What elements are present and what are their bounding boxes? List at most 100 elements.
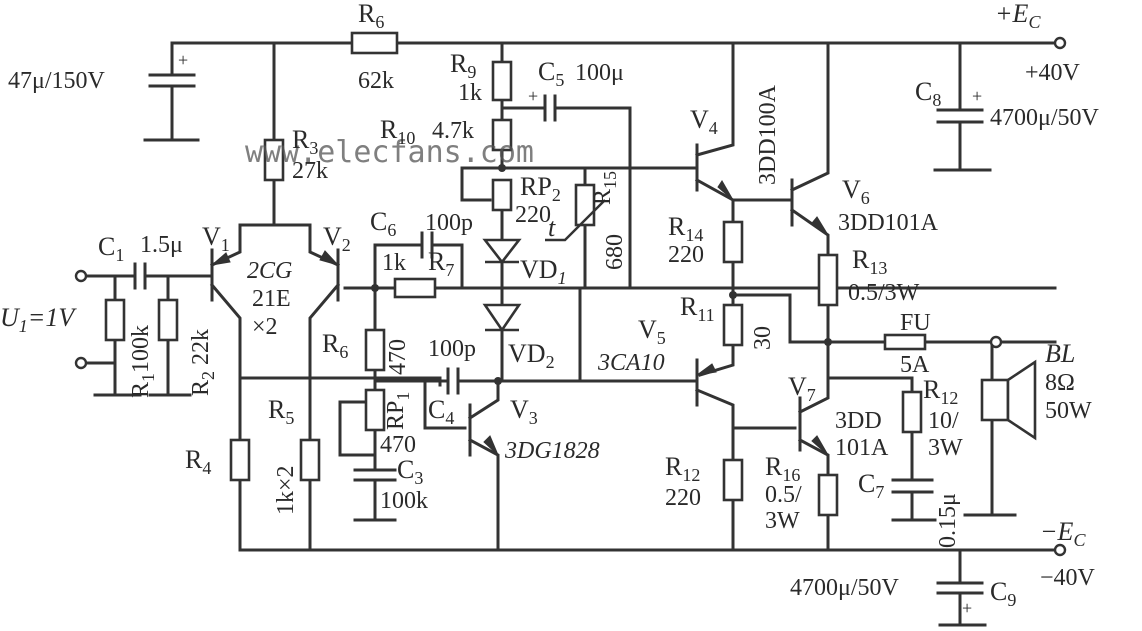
wires xyxy=(84,41,1057,627)
pair-type-line1: 2CG xyxy=(247,258,292,284)
pair-type-line3: ×2 xyxy=(252,314,278,340)
cap-c5 xyxy=(543,94,557,122)
resistor-r12-220 xyxy=(722,458,744,502)
junction-dots xyxy=(371,164,832,385)
r12-zobel-value-line2: 3W xyxy=(928,435,963,461)
v6-type: 3DD101A xyxy=(838,210,939,236)
wire-v5 xyxy=(578,379,797,552)
resistor-r3 xyxy=(263,138,285,182)
c6-name: C6 xyxy=(370,207,396,240)
c6-value: 100p xyxy=(425,210,473,236)
wire-c5 xyxy=(500,106,632,170)
wire-c8 xyxy=(933,41,992,172)
cap-c1 xyxy=(133,262,147,290)
fuse-name: FU xyxy=(900,310,931,336)
capacitors xyxy=(133,73,984,595)
rp1-value: 470 xyxy=(380,432,416,458)
fuse-value: 5A xyxy=(900,352,930,378)
resistor-r16 xyxy=(817,473,839,517)
v4-emitter-arrow xyxy=(717,180,734,201)
c8-value: 4700μ/50V xyxy=(990,105,1100,131)
cap-c9 xyxy=(936,581,984,595)
rp1-name: RP1 xyxy=(383,392,413,430)
c9-plus: + xyxy=(962,598,972,618)
v5-type: 3CA10 xyxy=(597,350,665,376)
resistor-r6-470 xyxy=(364,328,386,372)
r4-name: R4 xyxy=(185,445,211,478)
resistor-r14 xyxy=(722,220,744,264)
c9-value: 4700μ/50V xyxy=(790,575,900,601)
r6-mid-value: 470 xyxy=(385,339,411,375)
c1-value: 1.5μ xyxy=(140,232,183,258)
c7-name: C7 xyxy=(858,469,884,502)
diode-vd2 xyxy=(482,303,522,333)
v7-emitter-arrow xyxy=(811,435,829,456)
terminal-pos-supply xyxy=(1053,36,1067,50)
r1-label: R1100k xyxy=(128,325,158,398)
v1-emitter-arrow xyxy=(210,252,231,266)
cap-c4 xyxy=(446,367,460,395)
v4-type: 3DD100A xyxy=(755,84,781,185)
terminal-neg-supply xyxy=(1053,543,1067,557)
c4-value: 100p xyxy=(428,336,476,362)
vd2-name: VD2 xyxy=(508,339,555,372)
speaker-bl xyxy=(980,359,1037,441)
r7-value: 1k xyxy=(382,250,406,276)
neg-rail-label: −EC xyxy=(1040,517,1086,550)
pos-rail-label: +EC xyxy=(995,0,1041,32)
v2-name: V2 xyxy=(323,222,351,255)
r3-value: 27k xyxy=(292,158,328,184)
r9-value: 1k xyxy=(458,80,482,106)
resistor-r5 xyxy=(299,438,321,482)
c3-name: C3 xyxy=(397,455,423,488)
v7-type-line1: 3DD xyxy=(835,408,882,434)
cap-c3 xyxy=(353,468,397,482)
speaker-power: 50W xyxy=(1045,398,1092,424)
wire-rp2-loop xyxy=(460,166,504,202)
v6-emitter-arrow xyxy=(811,216,829,236)
input-label: U1=1V xyxy=(0,303,77,336)
terminal-output xyxy=(989,335,1003,349)
resistor-rp2 xyxy=(491,178,513,212)
r9-name: R9 xyxy=(450,49,476,82)
resistor-r13 xyxy=(817,253,839,307)
r7-name: R7 xyxy=(428,247,454,280)
speaker-impedance: 8Ω xyxy=(1045,370,1075,396)
v5-emitter-arrow xyxy=(696,363,717,376)
wire-v3 xyxy=(467,379,500,552)
c7-value: 0.15μ xyxy=(935,493,961,548)
r11-value: 30 xyxy=(750,326,776,350)
resistors xyxy=(104,31,927,517)
v3-type: 3DG1828 xyxy=(504,438,600,464)
wire-v4-base xyxy=(500,166,697,290)
r15-value: 680 xyxy=(602,234,628,270)
r12-zobel-name: R12 xyxy=(923,375,958,408)
speaker-body xyxy=(980,378,1010,422)
wire-rp1 xyxy=(338,400,397,522)
r16-name: R16 xyxy=(765,452,800,485)
pos-voltage-label: +40V xyxy=(1025,60,1081,86)
resistor-r9 xyxy=(491,60,513,102)
c4-name: C4 xyxy=(428,395,454,428)
r12-low-value: 220 xyxy=(665,485,701,511)
r12-low-name: R12 xyxy=(665,452,700,485)
resistor-r2 xyxy=(157,298,179,342)
c8-name: C8 xyxy=(915,77,941,110)
terminal-input-top xyxy=(74,269,88,283)
r2-label: R2 22k xyxy=(188,329,218,396)
c5-plus: + xyxy=(528,86,538,106)
r13-name: R13 xyxy=(852,245,887,278)
resistor-r1 xyxy=(104,298,126,342)
r3-name: R3 xyxy=(292,125,318,158)
r16-value-line2: 3W xyxy=(765,508,800,534)
v3-emitter-arrow xyxy=(483,435,499,456)
r13-value: 0.5/3W xyxy=(848,280,920,306)
c9-name: C9 xyxy=(990,577,1016,610)
v7-type-line2: 101A xyxy=(835,435,889,461)
cap-c8 xyxy=(936,108,984,124)
thermistor-line xyxy=(545,199,606,242)
wire-mid-378 xyxy=(238,376,442,387)
c5-value: 100μ xyxy=(575,60,624,86)
watermark: www.elecfans.com xyxy=(245,135,534,170)
v5-name: V5 xyxy=(638,315,666,348)
